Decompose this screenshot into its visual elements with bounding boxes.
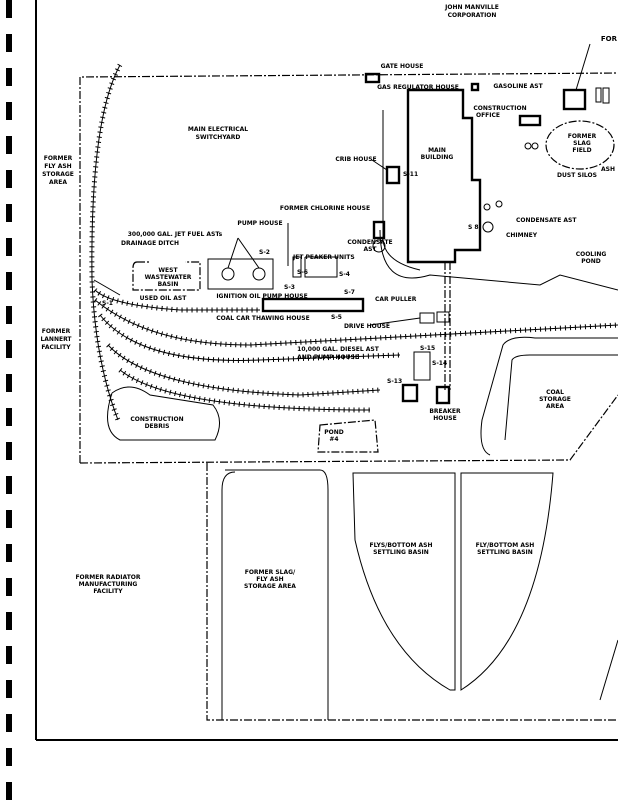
label-former-fly-ash: FLY ASH bbox=[44, 163, 71, 170]
label-pump-house: PUMP HOUSE bbox=[237, 220, 282, 227]
label-dust-silos: DUST SILOS bbox=[557, 172, 597, 179]
label-s7: S-7 bbox=[344, 289, 355, 296]
label-gas-regulator-house: GAS REGULATOR HOUSE bbox=[377, 84, 459, 91]
label-main-building: MAIN bbox=[428, 147, 446, 154]
label-pond-4: #4 bbox=[329, 436, 338, 443]
label-car-puller: CAR PULLER bbox=[375, 296, 417, 303]
label-jet-fuel-asts: 300,000 GAL. JET FUEL ASTs bbox=[128, 231, 223, 238]
label-settling-basin-2: FLY/BOTTOM ASH bbox=[476, 542, 535, 549]
label-settling-basin-1: SETTLING BASIN bbox=[373, 549, 429, 556]
label-switchyard: SWITCHYARD bbox=[196, 134, 241, 141]
label-former-chlorine-house: FORMER CHLORINE HOUSE bbox=[280, 205, 370, 212]
label-west-wastewater-basin: WEST bbox=[158, 267, 178, 274]
label-west-wastewater-basin: WASTEWATER bbox=[145, 274, 192, 281]
label-former-slag-fly-ash: FLY ASH bbox=[256, 576, 283, 583]
label-coal-storage-area: STORAGE bbox=[539, 396, 571, 403]
label-coal-storage-area: AREA bbox=[546, 403, 564, 410]
label-condensate-ast-east: CONDENSATE AST bbox=[516, 217, 577, 224]
label-switchyard: MAIN ELECTRICAL bbox=[188, 126, 248, 133]
label-cooling-pond: COOLING bbox=[576, 251, 607, 258]
areas bbox=[107, 110, 618, 720]
label-former-lannert: FORMER bbox=[42, 328, 71, 335]
label-drive-house: DRIVE HOUSE bbox=[344, 323, 390, 330]
label-s3: S-3 bbox=[284, 284, 295, 291]
label-construction-debris: DEBRIS bbox=[145, 423, 170, 430]
label-west-wastewater-basin: BASIN bbox=[158, 281, 179, 288]
label-diesel-ast: 10,000 GAL. DIESEL AST bbox=[297, 346, 380, 353]
label-former-ne: FOR bbox=[601, 35, 618, 43]
label-s2: S-2 bbox=[259, 249, 270, 256]
label-settling-basin-2: SETTLING BASIN bbox=[477, 549, 533, 556]
label-s8: S 8 bbox=[468, 224, 479, 231]
label-drainage-ditch: DRAINAGE DITCH bbox=[121, 240, 179, 247]
label-condensate-ast: CONDENSATE bbox=[347, 239, 392, 246]
label-former-radiator: FORMER RADIATOR bbox=[75, 574, 140, 581]
label-s1: S-1 bbox=[102, 300, 113, 307]
leader-lines bbox=[93, 43, 591, 326]
label-former-lannert: LANNERT bbox=[40, 336, 72, 343]
label-john-manville: CORPORATION bbox=[448, 12, 497, 19]
label-former-radiator: FACILITY bbox=[93, 588, 123, 595]
label-john-manville: JOHN MANVILLE bbox=[444, 4, 499, 11]
label-used-oil-ast: USED OIL AST bbox=[140, 295, 188, 302]
label-breaker-house: BREAKER bbox=[429, 408, 461, 415]
label-jet-peaker-units: JET PEAKER UNITS bbox=[292, 254, 355, 261]
label-s13: S-13 bbox=[387, 378, 402, 385]
label-former-slag-fly-ash: STORAGE AREA bbox=[244, 583, 296, 590]
label-construction-office: OFFICE bbox=[476, 112, 500, 119]
label-s15: S-15 bbox=[420, 345, 435, 352]
label-settling-basin-1: FLYS/BOTTOM ASH bbox=[370, 542, 433, 549]
label-former-radiator: MANUFACTURING bbox=[79, 581, 138, 588]
label-condensate-ast: AST bbox=[363, 246, 377, 253]
label-gasoline-ast: GASOLINE AST bbox=[493, 83, 543, 90]
label-former-slag-field: FORMER bbox=[568, 133, 597, 140]
label-breaker-house: HOUSE bbox=[433, 415, 456, 422]
label-coal-storage-area: COAL bbox=[546, 389, 564, 396]
label-gate-house: GATE HOUSE bbox=[381, 63, 424, 70]
site-boundary bbox=[79, 72, 618, 721]
label-s14: S-14 bbox=[432, 360, 447, 367]
label-s5: S-5 bbox=[331, 314, 342, 321]
label-crib-house: CRIB HOUSE bbox=[335, 156, 376, 163]
label-construction-office: CONSTRUCTION bbox=[473, 105, 526, 112]
map-labels: JOHN MANVILLE CORPORATION FOR GATE HOUSE… bbox=[40, 4, 617, 595]
label-former-slag-field: FIELD bbox=[572, 147, 591, 154]
label-s4: S-4 bbox=[339, 271, 350, 278]
label-construction-debris: CONSTRUCTION bbox=[130, 416, 183, 423]
label-ignition-oil-pump-house: IGNITION OIL PUMP HOUSE bbox=[216, 293, 307, 300]
buildings bbox=[207, 72, 610, 405]
label-former-fly-ash: AREA bbox=[49, 179, 67, 186]
label-former-slag-fly-ash: FORMER SLAG/ bbox=[245, 569, 296, 576]
label-cooling-pond: POND bbox=[581, 258, 601, 265]
label-pond-4: POND bbox=[324, 429, 344, 436]
label-s6: S-6 bbox=[297, 269, 308, 276]
label-s11: S-11 bbox=[403, 171, 418, 178]
label-chimney: CHIMNEY bbox=[506, 232, 538, 239]
label-former-slag-field: SLAG bbox=[573, 140, 591, 147]
label-diesel-ast: AND PUMP HOUSE bbox=[297, 354, 359, 361]
label-coal-car-thawing-house: COAL CAR THAWING HOUSE bbox=[216, 315, 309, 322]
label-former-fly-ash: STORAGE bbox=[42, 171, 74, 178]
railroads bbox=[89, 63, 618, 421]
label-former-lannert: FACILITY bbox=[41, 344, 71, 351]
label-former-fly-ash: FORMER bbox=[44, 155, 73, 162]
label-ash: ASH bbox=[601, 166, 615, 173]
label-main-building: BUILDING bbox=[421, 154, 454, 161]
binder-margin bbox=[6, 0, 618, 800]
